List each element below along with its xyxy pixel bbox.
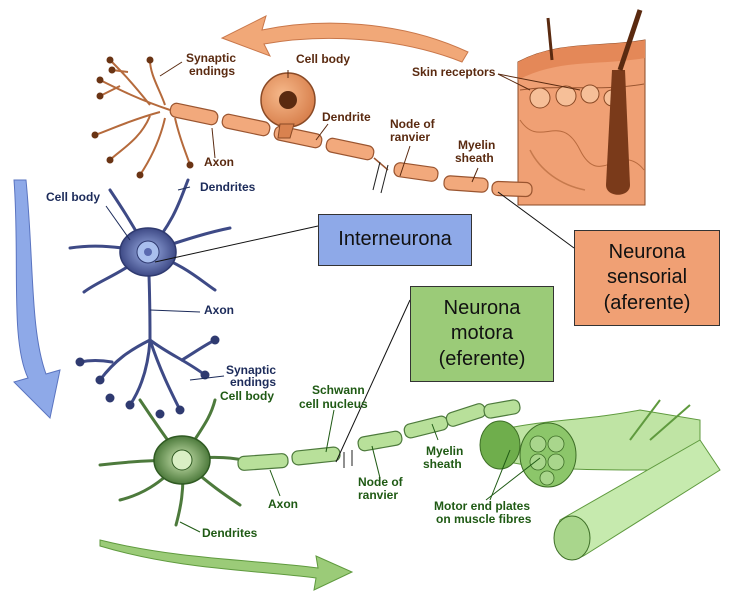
leader-sensorial — [497, 191, 575, 249]
interneurona-box-text: Interneurona — [338, 228, 452, 251]
motor-dendrites-label: Dendrites — [202, 526, 258, 540]
neurona-motora-box: Neurona motora (eferente) — [410, 286, 554, 382]
skin-receptors-block — [517, 9, 646, 206]
motor-myelin-label: Myelin sheath — [423, 444, 467, 471]
motor-axon-label: Axon — [268, 497, 298, 511]
motora-box-line-2: motora — [450, 322, 514, 345]
sensorial-box-line-2: sensorial — [606, 266, 688, 289]
skin-receptors-label: Skin receptors — [412, 65, 496, 79]
motor-end-plates-label: Motor end plates on muscle fibres — [434, 499, 533, 526]
motor-neuron — [98, 398, 721, 561]
sensory-axon-label: Axon — [204, 155, 234, 169]
flow-arrow-top — [220, 15, 469, 63]
sensorial-box-line-1: Neurona — [608, 240, 686, 263]
schwann-label: Schwann cell nucleus — [299, 383, 368, 411]
interneuron — [68, 178, 232, 419]
inter-cell-body-label: Cell body — [46, 190, 100, 204]
sensory-dendrite-label: Dendrite — [322, 110, 371, 124]
motora-box-line-1: Neurona — [443, 296, 521, 319]
leader-motora — [335, 299, 411, 463]
sensory-synaptic-label: Synaptic endings — [186, 51, 239, 78]
inter-synaptic-label: Synaptic endings — [226, 363, 279, 389]
inter-axon-label: Axon — [204, 303, 234, 317]
motora-box-line-3: (eferente) — [438, 347, 526, 370]
sensory-cell-body-label: Cell body — [296, 52, 350, 66]
sensory-node-label: Node of ranvier — [390, 117, 438, 144]
leader-interneurona — [154, 225, 319, 263]
flow-arrow-left — [13, 179, 61, 420]
neurona-sensorial-box: Neurona sensorial (aferente) — [574, 230, 720, 326]
motor-node-label: Node of ranvier — [358, 475, 406, 502]
flow-arrow-bottom — [99, 539, 354, 591]
sensorial-box-line-3: (aferente) — [603, 291, 691, 314]
sensory-myelin-label: Myelin sheath — [455, 138, 499, 165]
motor-cell-body-label: Cell body — [220, 389, 274, 403]
inter-dendrites-label: Dendrites — [200, 180, 256, 194]
interneurona-box: Interneurona — [318, 214, 472, 266]
